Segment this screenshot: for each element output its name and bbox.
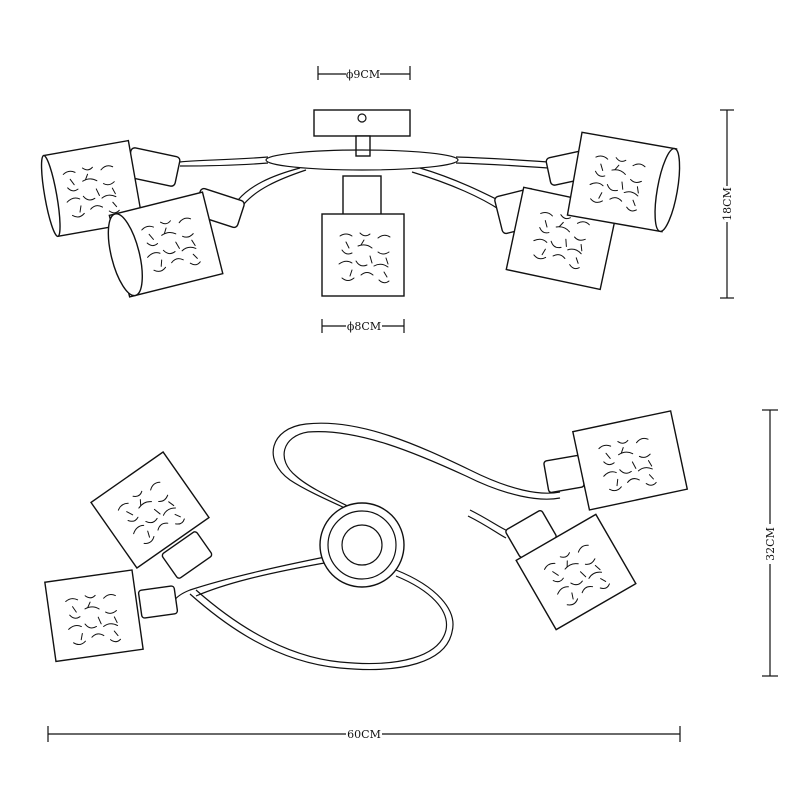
- top-lr-shade: [515, 513, 637, 631]
- dim-depth-label: 32CM: [764, 527, 777, 561]
- top-ul-socket: [161, 531, 213, 579]
- arm-ring: [265, 149, 459, 171]
- top-ll-socket: [137, 585, 179, 619]
- dim-height: 18CM: [720, 109, 734, 299]
- dim-bottom-diameter-label: ϕ8CM: [347, 320, 381, 333]
- dim-top-diameter-label: ϕ9CM: [346, 68, 380, 81]
- top-ul-shade: [90, 451, 210, 569]
- dim-height-label: 18CM: [721, 187, 734, 221]
- canopy-outer: [319, 502, 405, 588]
- dim-bottom-diameter: ϕ8CM: [321, 319, 405, 333]
- dim-depth: 32CM: [762, 409, 778, 677]
- center-socket: [342, 175, 382, 217]
- top-ll-shade: [44, 569, 144, 663]
- center-shade: [321, 213, 405, 297]
- canopy-inner: [341, 524, 383, 566]
- top-view: 32CM 60CM: [44, 409, 778, 742]
- dim-top-diameter: ϕ9CM: [317, 66, 411, 81]
- side-view: ϕ9CM ϕ8CM 18CM: [40, 66, 734, 333]
- mount-stem: [355, 135, 371, 157]
- mount-screw: [357, 113, 367, 123]
- dim-width: 60CM: [47, 726, 681, 742]
- dim-width-label: 60CM: [347, 728, 381, 741]
- top-ur-shade: [571, 410, 689, 511]
